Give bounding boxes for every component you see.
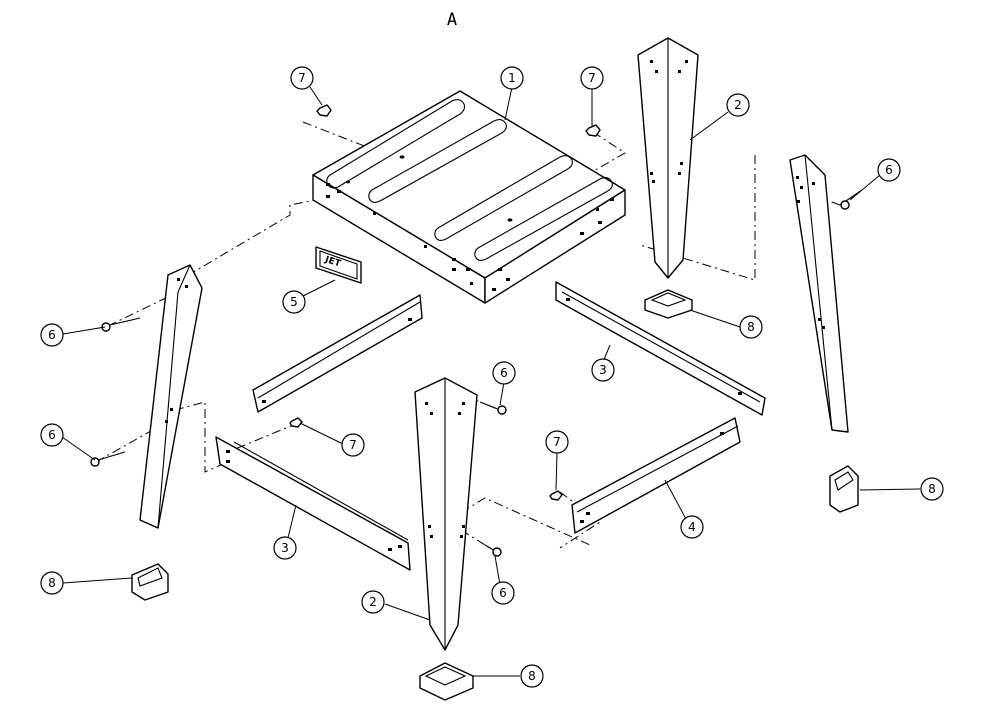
callout-8: 8 — [520, 664, 544, 688]
callout-8: 8 — [739, 315, 763, 339]
view-label: A — [447, 10, 457, 30]
svg-text:7: 7 — [588, 71, 596, 85]
leg-right — [789, 154, 849, 433]
svg-text:8: 8 — [528, 669, 536, 683]
callout-3: 3 — [591, 358, 615, 382]
leg-front — [414, 377, 478, 651]
callout-6: 6 — [491, 581, 515, 605]
callout-3: 3 — [273, 536, 297, 560]
callout-5: 5 — [282, 290, 306, 314]
svg-text:7: 7 — [349, 438, 357, 452]
svg-text:6: 6 — [500, 366, 508, 380]
stretcher-top-right — [555, 281, 766, 416]
callout-6: 6 — [40, 323, 64, 347]
foot-rear-right — [644, 289, 693, 319]
callout-2: 2 — [726, 93, 750, 117]
callout-6: 6 — [40, 423, 64, 447]
hardware — [90, 104, 863, 557]
svg-text:2: 2 — [369, 595, 377, 609]
svg-text:2: 2 — [734, 98, 742, 112]
callout-2: 2 — [361, 590, 385, 614]
svg-text:4: 4 — [688, 520, 696, 534]
svg-text:3: 3 — [281, 541, 289, 555]
foot-left — [131, 563, 169, 601]
svg-text:8: 8 — [928, 482, 936, 496]
callout-7: 7 — [580, 66, 604, 90]
svg-text:6: 6 — [499, 586, 507, 600]
svg-text:3: 3 — [599, 363, 607, 377]
svg-text:1: 1 — [508, 71, 516, 85]
stretcher-bottom-right — [571, 417, 741, 534]
svg-text:7: 7 — [553, 435, 561, 449]
svg-text:6: 6 — [48, 428, 56, 442]
svg-text:5: 5 — [290, 295, 298, 309]
callout-7: 7 — [545, 430, 569, 454]
callout-6: 6 — [492, 361, 516, 385]
foot-right — [829, 465, 859, 513]
callout-7: 7 — [341, 433, 365, 457]
callout-8: 8 — [40, 571, 64, 595]
svg-text:6: 6 — [885, 163, 893, 177]
foot-front — [419, 662, 474, 701]
callout-6: 6 — [877, 158, 901, 182]
stretcher-bottom-left — [215, 436, 411, 571]
callout-8: 8 — [920, 477, 944, 501]
svg-text:7: 7 — [298, 71, 306, 85]
table-top — [312, 90, 626, 304]
svg-text:8: 8 — [48, 576, 56, 590]
callout-7: 7 — [290, 66, 314, 90]
leg-left — [139, 264, 203, 529]
callouts: 7 1 7 2 6 5 8 6 6 3 6 7 7 8 3 4 8 6 2 8 — [40, 66, 944, 688]
callout-1: 1 — [500, 66, 524, 90]
callout-4: 4 — [680, 515, 704, 539]
svg-text:6: 6 — [48, 328, 56, 342]
stretcher-top-left — [252, 294, 423, 413]
svg-text:8: 8 — [747, 320, 755, 334]
leader-lines — [61, 86, 921, 677]
logo-plate: JET — [315, 246, 362, 284]
leg-rear-right — [637, 37, 699, 279]
